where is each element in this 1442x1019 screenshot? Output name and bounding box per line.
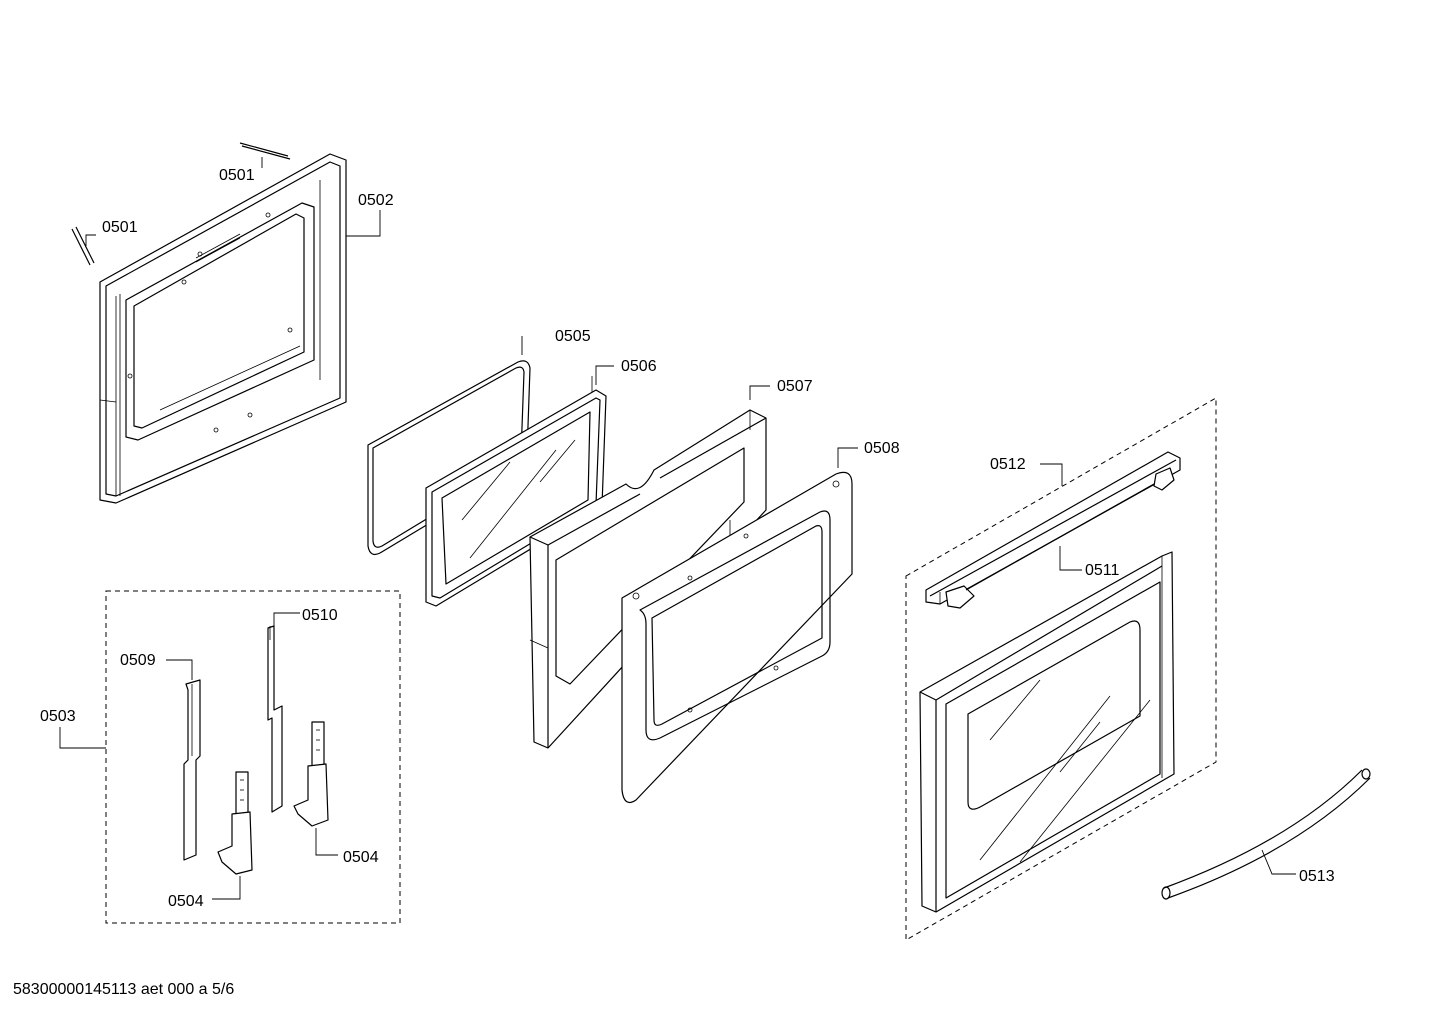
- part-door-front-assembly[interactable]: [919, 551, 1175, 913]
- label-0507: 0507: [777, 378, 813, 395]
- label-0501-left: 0501: [102, 219, 138, 236]
- label-0513: 0513: [1299, 868, 1335, 885]
- label-0501-upper: 0501: [219, 167, 255, 184]
- part-0501-pin-upper[interactable]: [239, 142, 291, 160]
- group-door-assembly: [905, 397, 1217, 941]
- label-0509: 0509: [120, 652, 156, 669]
- label-0504-left: 0504: [168, 893, 204, 910]
- part-0513-handle[interactable]: [1161, 768, 1371, 900]
- part-0504-hinge-left[interactable]: [217, 771, 253, 875]
- part-0504-hinge-right[interactable]: [293, 721, 329, 827]
- part-0511-rail-strip[interactable]: [965, 483, 1155, 591]
- leader-lines: [59, 157, 1296, 900]
- part-0502-door-frame[interactable]: [99, 153, 347, 504]
- part-0510-hinge-cover[interactable]: [267, 625, 283, 813]
- part-0509-hinge-cover[interactable]: [183, 679, 201, 861]
- label-0502: 0502: [358, 192, 394, 209]
- label-0503: 0503: [40, 708, 76, 725]
- label-0505: 0505: [555, 328, 591, 345]
- label-0510: 0510: [302, 607, 338, 624]
- label-0512: 0512: [990, 456, 1026, 473]
- label-0506: 0506: [621, 358, 657, 375]
- label-0511: 0511: [1085, 562, 1120, 579]
- label-0504-right: 0504: [343, 849, 379, 866]
- part-0512-top-rail[interactable]: [925, 451, 1181, 609]
- group-0503-hinge-set: [105, 590, 401, 924]
- part-0501-pin-left[interactable]: [71, 226, 95, 266]
- part-0508-front-frame[interactable]: [621, 471, 853, 803]
- label-0508: 0508: [864, 440, 900, 457]
- document-id-footer: 58300000145113 aet 000 a 5/6: [13, 981, 235, 998]
